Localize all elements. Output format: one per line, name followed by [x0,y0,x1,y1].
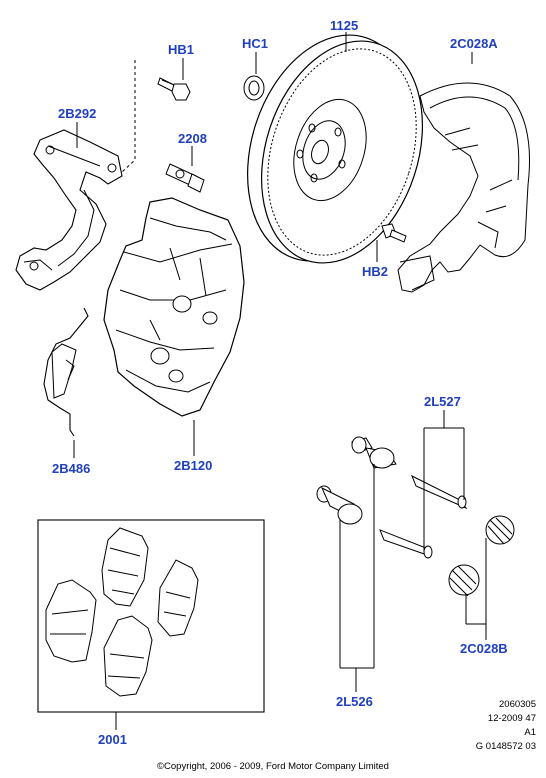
brake-caliper [103,197,245,417]
doc-meta-line-2: 12-2009 47 [487,713,536,724]
label-2l527[interactable]: 2L527 [424,394,461,409]
caliper-carrier [15,129,123,291]
label-2001[interactable]: 2001 [98,732,127,747]
leader-2c028b [465,538,487,640]
label-2208[interactable]: 2208 [178,131,207,146]
label-hb1[interactable]: HB1 [168,42,195,57]
doc-meta-line-4: G 0148572 03 [475,741,536,752]
brake-pad-2 [45,579,97,663]
brake-disc [247,34,424,264]
doc-meta-line-3: A1 [524,727,536,738]
label-2b486[interactable]: 2B486 [52,461,91,476]
leader-2l526 [339,464,375,692]
brake-pad-3 [157,559,199,637]
label-2b292[interactable]: 2B292 [58,106,97,121]
label-hb2[interactable]: HB2 [362,264,389,279]
brake-pad-1 [101,527,149,607]
guide-pin-bush-lower [316,485,363,525]
bleed-screw [165,163,205,193]
dust-cap-lower [448,564,480,597]
label-2c028a[interactable]: 2C028A [450,36,498,51]
copyright-notice: ©Copyright, 2006 - 2009, Ford Motor Comp… [157,761,389,772]
label-hc1[interactable]: HC1 [242,36,269,51]
label-2l526[interactable]: 2L526 [336,694,373,709]
bolt-hb1 [157,77,191,101]
doc-meta-line-1: 2060305 [499,699,536,710]
dust-cap-upper [485,515,515,545]
guide-pin-upper [411,474,468,510]
bolt-hb2 [381,223,407,243]
guide-pin-lower [379,529,433,559]
label-1125[interactable]: 1125 [330,18,359,33]
label-2c028b[interactable]: 2C028B [460,641,508,656]
guide-pin-bush-upper [351,436,397,469]
leader-hb1-dashed [121,60,136,173]
label-2b120[interactable]: 2B120 [174,458,213,473]
brake-pad-4 [103,615,153,697]
anti-rattle-spring [43,307,89,437]
seal-hc1 [243,75,265,101]
pad-kit-frame [37,519,265,713]
splash-shield [397,82,531,293]
leader-2l527 [423,410,465,552]
